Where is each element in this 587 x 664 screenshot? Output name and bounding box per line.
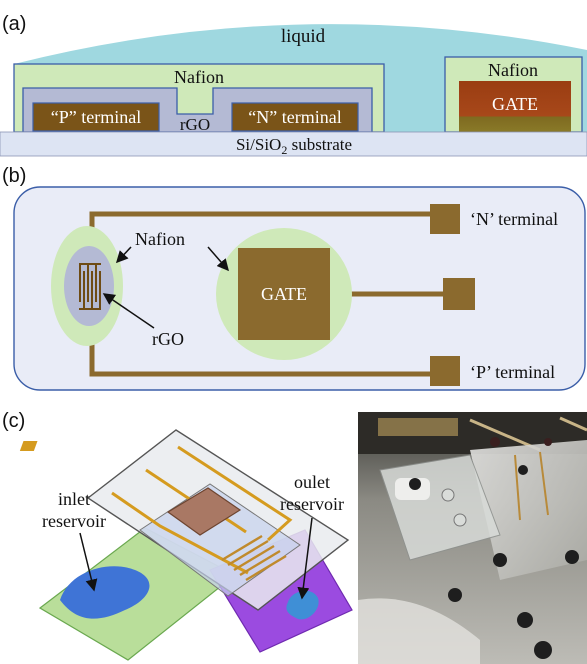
substrate-label: Si/SiO2 substrate	[236, 135, 352, 157]
schematic-interdigitated	[221, 534, 287, 582]
panel-c-tag: (c)	[2, 410, 25, 432]
nafion-left-label: Nafion	[174, 67, 224, 87]
nafion-b-label: Nafion	[135, 229, 185, 249]
substrate-label-sub: 2	[281, 143, 287, 157]
panel-b-tag: (b)	[2, 165, 26, 187]
nafion-right-label: Nafion	[488, 60, 538, 80]
gate-a-label: GATE	[492, 94, 538, 114]
panel-c: (c)	[2, 410, 587, 664]
inlet-label-line2: reservoir	[42, 511, 106, 531]
gate-pad-b	[238, 248, 330, 340]
inlet-reservoir-fill	[60, 566, 150, 619]
n-terminal-a-label: “N” terminal	[248, 107, 341, 127]
panel-a: (a) liquid Nafion “P” terminal “N” termi…	[0, 13, 587, 157]
schematic-gate	[166, 487, 242, 536]
schematic-traces	[111, 445, 293, 575]
outlet-arrow	[297, 517, 313, 600]
gate-electrode-a	[459, 81, 571, 132]
p-terminal-pad	[430, 356, 460, 386]
nafion-arrow-right	[207, 246, 229, 272]
nafion-arrow-left	[115, 246, 132, 264]
liquid-label: liquid	[281, 26, 326, 47]
gate-b-label: GATE	[261, 284, 307, 304]
device-photo	[358, 412, 587, 664]
n-terminal-a	[231, 102, 359, 132]
p-terminal-a-label: “P” terminal	[51, 107, 141, 127]
panel-b: (b) GATE ‘N’ terminal	[2, 165, 586, 391]
p-terminal-b-label: ‘P’ terminal	[470, 362, 555, 382]
n-terminal-pad	[430, 204, 460, 234]
panel-a-tag: (a)	[2, 13, 26, 35]
outlet-reservoir-fill	[286, 590, 319, 620]
n-terminal-b-label: ‘N’ terminal	[470, 209, 558, 229]
rgo-b-label: rGO	[152, 329, 184, 349]
gate-contact-pad	[443, 278, 475, 310]
p-terminal-a	[32, 102, 160, 132]
interdigitated-electrode	[79, 263, 101, 310]
rgo-a-label: rGO	[180, 115, 210, 134]
substrate-label-tail: substrate	[287, 135, 352, 154]
schematic-pad-3	[19, 441, 38, 451]
device-schematic	[19, 429, 353, 661]
inlet-arrow	[79, 532, 98, 592]
substrate-label-main: Si/SiO	[236, 135, 281, 154]
inlet-label-line1: inlet	[58, 489, 90, 509]
outlet-label-line2: reservoir	[280, 494, 344, 514]
outlet-label-line1: oulet	[294, 472, 330, 492]
rgo-arrow	[102, 293, 155, 329]
substrate	[0, 131, 587, 157]
